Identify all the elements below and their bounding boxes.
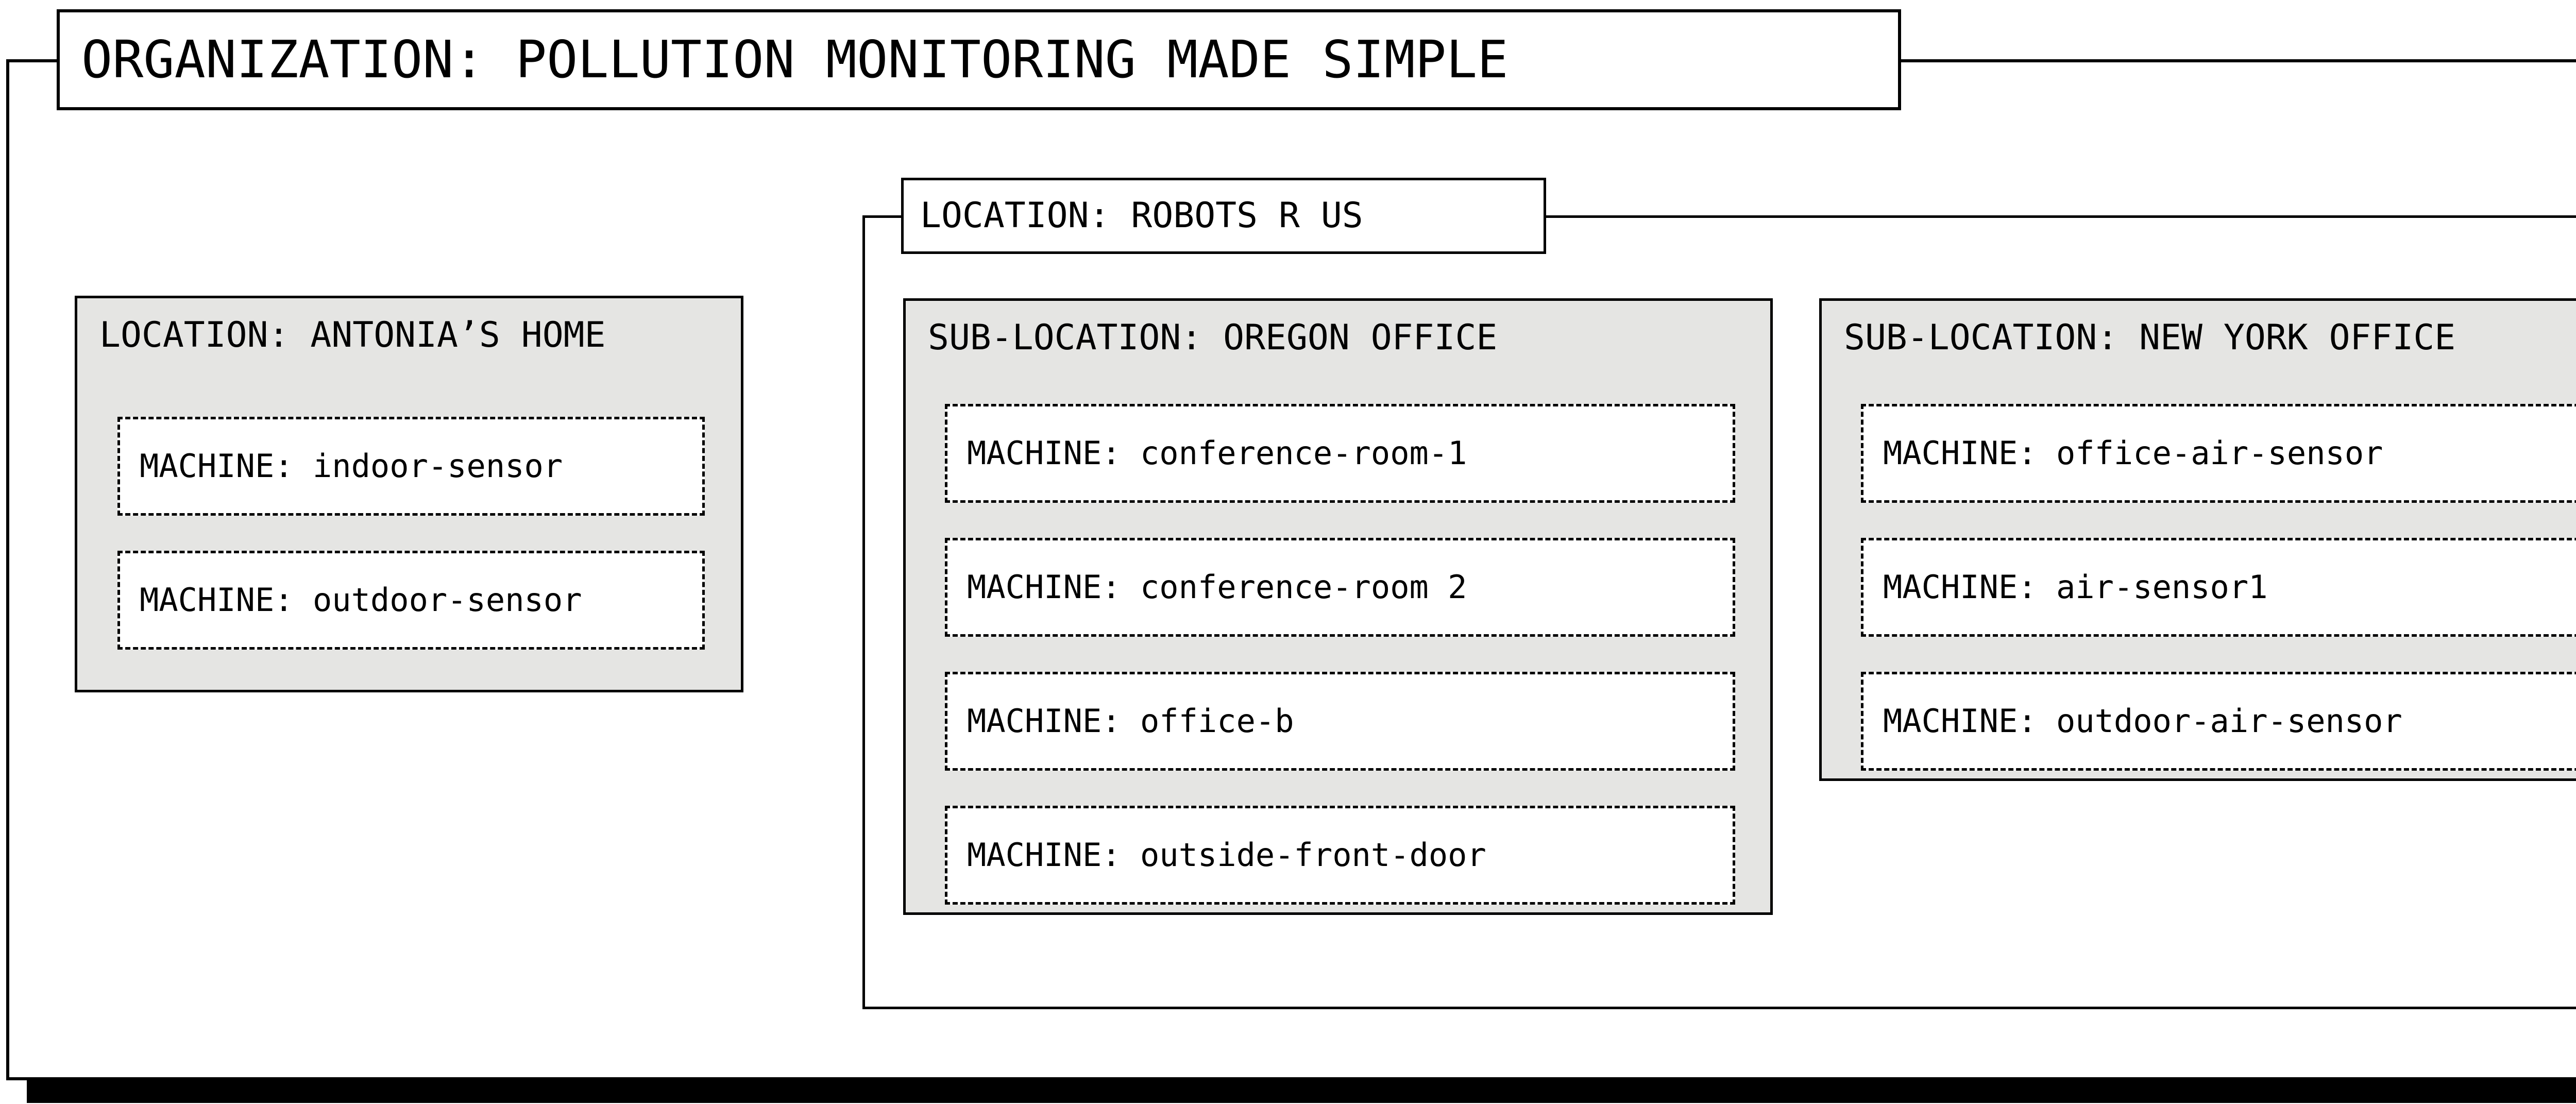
- machine-box-office-b[interactable]: MACHINE: office-b: [945, 672, 1735, 771]
- organization-title-box: ORGANIZATION: POLLUTION MONITORING MADE …: [57, 9, 1901, 110]
- organization-title: ORGANIZATION: POLLUTION MONITORING MADE …: [81, 29, 1509, 90]
- machine-box-office-air-sensor[interactable]: MACHINE: office-air-sensor: [1861, 404, 2576, 503]
- machine-label: MACHINE: outdoor-air-sensor: [1883, 702, 2402, 740]
- machine-label: MACHINE: office-b: [967, 702, 1294, 740]
- machine-box-conference-room-1[interactable]: MACHINE: conference-room-1: [945, 404, 1735, 503]
- location-title-robots-r-us: LOCATION: ROBOTS R US: [920, 195, 1363, 236]
- location-title-box-robots-r-us: LOCATION: ROBOTS R US: [901, 178, 1546, 254]
- location-container-robots-r-us: LOCATION: ROBOTS R US SUB-LOCATION: OREG…: [862, 178, 2576, 1009]
- sub-location-title-new-york-office: SUB-LOCATION: NEW YORK OFFICE: [1844, 317, 2456, 358]
- machine-label: MACHINE: outside-front-door: [967, 836, 1486, 874]
- machine-box-conference-room-2[interactable]: MACHINE: conference-room 2: [945, 538, 1735, 637]
- org-container-shadow-bottom: [27, 1080, 2576, 1103]
- machine-box-outdoor-air-sensor[interactable]: MACHINE: outdoor-air-sensor: [1861, 672, 2576, 771]
- sub-location-panel-new-york-office[interactable]: SUB-LOCATION: NEW YORK OFFICE MACHINE: o…: [1819, 298, 2576, 781]
- location-panel-antonias-home[interactable]: LOCATION: ANTONIA’S HOME MACHINE: indoor…: [75, 296, 743, 692]
- sub-location-panel-oregon-office[interactable]: SUB-LOCATION: OREGON OFFICE MACHINE: con…: [903, 298, 1773, 915]
- machine-label: MACHINE: office-air-sensor: [1883, 434, 2383, 472]
- location-title-antonias-home: LOCATION: ANTONIA’S HOME: [99, 315, 606, 355]
- machine-box-outside-front-door[interactable]: MACHINE: outside-front-door: [945, 806, 1735, 905]
- machine-box-indoor-sensor[interactable]: MACHINE: indoor-sensor: [117, 417, 705, 516]
- organization-container: LOCATION: ANTONIA’S HOME MACHINE: indoor…: [6, 59, 2576, 1080]
- machine-label: MACHINE: indoor-sensor: [140, 447, 563, 485]
- machine-box-outdoor-sensor[interactable]: MACHINE: outdoor-sensor: [117, 551, 705, 650]
- sub-location-title-oregon-office: SUB-LOCATION: OREGON OFFICE: [928, 317, 1498, 358]
- machine-label: MACHINE: conference-room-1: [967, 434, 1467, 472]
- machine-label: MACHINE: outdoor-sensor: [140, 581, 582, 619]
- machine-box-air-sensor1[interactable]: MACHINE: air-sensor1: [1861, 538, 2576, 637]
- machine-label: MACHINE: conference-room 2: [967, 568, 1467, 606]
- machine-label: MACHINE: air-sensor1: [1883, 568, 2268, 606]
